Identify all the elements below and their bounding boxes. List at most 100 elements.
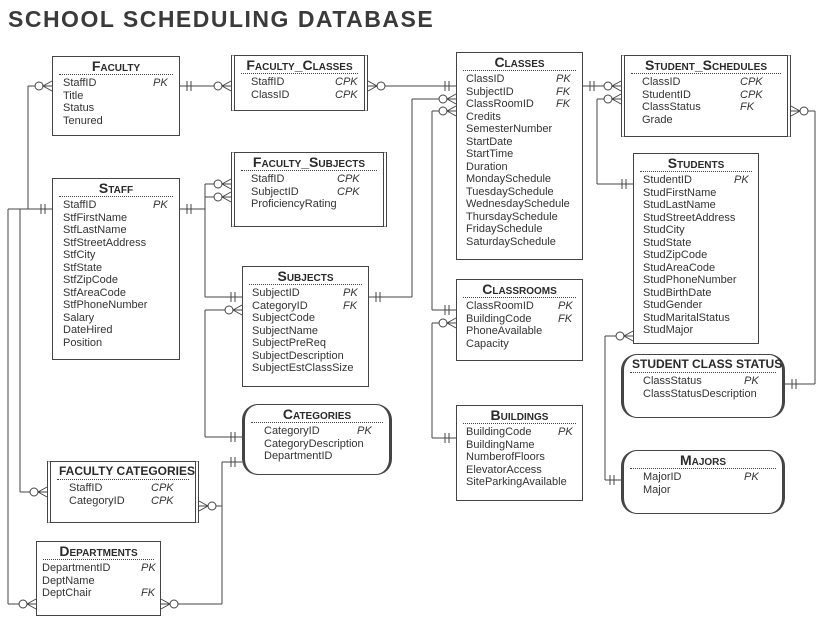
field-name: StartDate xyxy=(466,135,513,148)
field-row: StfPhoneNumber xyxy=(53,299,179,312)
field-name: BuildingCode xyxy=(466,426,532,438)
field-row: Duration xyxy=(457,161,582,174)
field-row: DateHired xyxy=(53,324,179,337)
field-name: StudPhoneNumber xyxy=(643,274,737,286)
field-name: CategoryID xyxy=(252,299,308,312)
field-row: StfState xyxy=(53,262,179,275)
wire-segment xyxy=(26,603,37,610)
field-name: CategoryDescription xyxy=(264,437,364,450)
field-name: ElevatorAccess xyxy=(466,463,542,476)
wire-segment xyxy=(611,93,622,100)
field-name: StfPhoneNumber xyxy=(63,299,148,311)
field-row: SubjectName xyxy=(243,325,368,338)
field-row: Capacity xyxy=(457,338,582,351)
wire-segment xyxy=(790,110,801,117)
field-row: SubjectDescription xyxy=(243,350,368,363)
table-header: Faculty_Subjects xyxy=(241,153,377,171)
wire-segment xyxy=(221,183,232,190)
field-row: MondaySchedule xyxy=(457,173,582,186)
wire-segment xyxy=(367,80,378,87)
field-row: SubjectPreReq xyxy=(243,337,368,350)
field-row: StfLastName xyxy=(53,224,179,237)
field-name: StaffID xyxy=(251,173,285,185)
table-header: Classes xyxy=(463,53,576,71)
wire-segment xyxy=(37,491,48,498)
field-name: StaffID xyxy=(63,199,97,211)
field-name: StartTime xyxy=(466,148,514,160)
field-name: StfZipCode xyxy=(63,274,119,286)
field-name: StudentID xyxy=(642,88,691,101)
table-header: Staff xyxy=(59,179,173,197)
field-row: StudLastName xyxy=(634,199,758,212)
field-name: DeptName xyxy=(42,574,95,587)
field-row: SaturdaySchedule xyxy=(457,236,582,249)
wire-segment xyxy=(446,105,457,112)
wire-segment xyxy=(221,85,232,92)
field-row: StudMaritalStatus xyxy=(634,312,758,325)
field-name: StfLastName xyxy=(63,224,127,236)
field-name: StudAreaCode xyxy=(643,261,716,274)
field-row: StartDate xyxy=(457,136,582,149)
table-header: Buildings xyxy=(463,406,576,424)
field-name: ClassStatus xyxy=(642,101,701,113)
many-marker xyxy=(213,192,223,202)
field-row: StfAreaCode xyxy=(53,287,179,300)
wire-segment xyxy=(623,330,634,337)
wire-segment xyxy=(367,85,378,92)
field-name: StudZipCode xyxy=(643,249,708,261)
wire-segment xyxy=(446,93,457,100)
wire-segment xyxy=(232,304,243,311)
field-row: Position xyxy=(53,337,179,350)
field-key: PK xyxy=(141,562,156,574)
many-marker xyxy=(438,106,448,116)
field-name: DepartmentID xyxy=(42,562,111,574)
field-key: FK xyxy=(556,98,571,110)
many-marker xyxy=(213,81,223,91)
wire-segment xyxy=(37,486,48,493)
table-header: FACULTY CATEGORIES xyxy=(57,464,196,480)
field-name: StfFirstName xyxy=(63,211,128,224)
field-name: StudCity xyxy=(643,224,685,236)
field-name: StfCity xyxy=(63,249,96,261)
field-row: CategoryDescription xyxy=(245,438,389,451)
field-key: PK xyxy=(558,426,573,438)
table-header: Subjects xyxy=(249,267,362,285)
many-marker xyxy=(603,81,613,91)
field-name: SubjectID xyxy=(466,85,514,98)
field-name: CategoryID xyxy=(264,425,320,437)
field-name: BuildingName xyxy=(466,438,535,451)
field-name: StudFirstName xyxy=(643,186,717,199)
field-name: SemesterNumber xyxy=(466,123,553,135)
wire-segment xyxy=(790,105,801,112)
many-marker xyxy=(207,501,217,511)
field-name: SubjectName xyxy=(252,324,319,337)
field-name: SiteParkingAvailable xyxy=(466,476,567,488)
field-row: ProficiencyRating xyxy=(235,198,383,211)
field-name: StudentID xyxy=(643,174,692,186)
field-name: DepartmentID xyxy=(264,450,333,462)
many-marker xyxy=(169,599,179,609)
wire-segment xyxy=(611,98,622,105)
field-row: Credits xyxy=(457,111,582,124)
field-row: ElevatorAccess xyxy=(457,464,582,477)
field-row: TuesdaySchedule xyxy=(457,186,582,199)
wire-segment xyxy=(198,500,209,507)
field-row: Tenured xyxy=(53,115,179,128)
table-header: Faculty_Classes xyxy=(241,56,358,74)
field-name: NumberofFloors xyxy=(466,451,545,463)
